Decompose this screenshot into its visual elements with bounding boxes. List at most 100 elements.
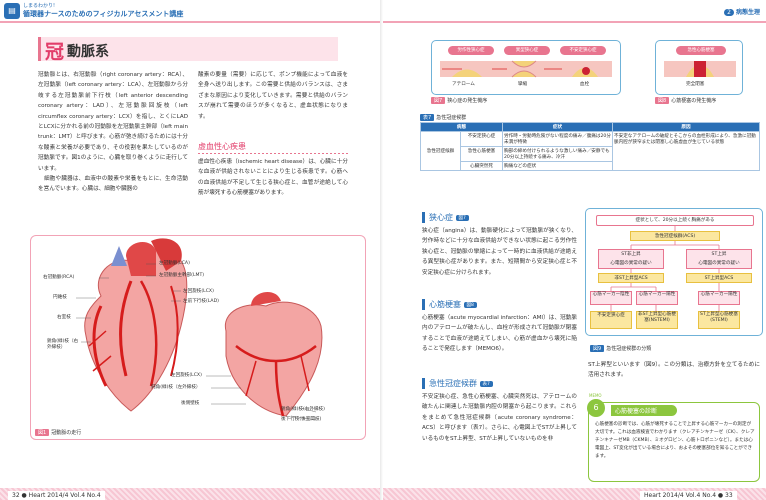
- head-acs: 急性冠症候群 表7: [422, 378, 497, 389]
- head-mi-tag: 図8: [463, 301, 477, 308]
- table7-caption-tag: 表7: [420, 114, 435, 121]
- figure-coronary-arteries: 左冠動脈(LCA) 左冠動脈主幹部(LMT) 左回旋枝(LCX) 左前下行枝(L…: [30, 235, 366, 440]
- table-header-row: 病態 症状 原因: [420, 122, 760, 132]
- label-lca: 左冠動脈(LCA): [159, 261, 190, 266]
- label-rv-branch: 右室枝: [57, 315, 71, 320]
- label-acute-marginal: 鋭角(緑)枝（右外縁枝）: [47, 339, 79, 350]
- flow-arrows: [610, 226, 720, 311]
- text-mi: 心筋梗塞（acute myocardial infarction：AMI）は、冠…: [422, 315, 577, 353]
- header-right-num: 2: [724, 9, 734, 16]
- flow-st-non: ST非上昇 心電図の異常の疑い: [598, 249, 664, 269]
- head-mi-text: 心筋梗塞: [429, 300, 461, 309]
- book-icon: ▤: [4, 3, 20, 19]
- header-title: 循環器ナースのためのフィジカルアセスメント講座: [23, 10, 184, 18]
- label-lcx-back: 左回旋枝(LCX): [171, 373, 202, 378]
- left-col2-text: 酸素の要量（需要）に応じて、ポンプ機能によって血液を全身へ送り出します。この需要…: [198, 72, 348, 120]
- head-angina: 狭心症 図7: [422, 212, 473, 223]
- table-cell-symptom: 胸部の締め付けられるような激しい痛み／安静でも20分以上持続する痛み、冷汗: [502, 146, 613, 162]
- header-line: [0, 21, 383, 23]
- flow-ste-acs: ST上昇型ACS: [686, 273, 752, 283]
- subhead-underline: [198, 153, 348, 154]
- head-acs-text: 急性冠症候群: [429, 379, 477, 388]
- label-pda: 後下行枝(後室間枝): [281, 417, 322, 422]
- label-lmt: 左冠動脈主幹部(LMT): [159, 273, 205, 278]
- left-col2: 酸素の要量（需要）に応じて、ポンプ機能によって血液を全身へ送り出します。この需要…: [198, 70, 348, 122]
- table-cell-name: 不安定狭心症: [460, 131, 503, 147]
- figure-angina-mechanism: 労作性狭心症 異型狭心症 不安定狭心症 アテローム 攣縮 血栓: [431, 40, 621, 95]
- figure-acs-classification: 症状として、20分以上続く胸痛がある 急性冠症候群(ACS) ST非上昇 心電図…: [585, 208, 763, 336]
- left-col2b: 虚血性心疾患（ischemic heart disease）は、心臓に十分な血液…: [198, 157, 348, 199]
- footer-right: Heart 2014/4 Vol.4 No.4 ● 33: [640, 491, 737, 500]
- flow-stemi: ST上昇型心筋梗塞(STEMI): [698, 311, 740, 329]
- label-atheroma: アテローム: [452, 82, 475, 87]
- heart-illustration: [76, 238, 323, 421]
- table-cell-name: 心臓突然死: [460, 161, 503, 171]
- label-acute-marginal-back: 鋭角(緑)枝(右外縁枝): [281, 407, 325, 412]
- section-title: 冠 動脈系: [38, 37, 338, 63]
- head-mi: 心筋梗塞 図8: [422, 299, 481, 310]
- text-acs: 不安定狭心症、急性心筋梗塞、心臓突然死は、アテロームの破たんに関連した冠動脈内腔…: [422, 394, 577, 442]
- flow-acs: 急性冠症候群(ACS): [630, 231, 720, 241]
- label-lcx: 左回旋枝(LCX): [183, 289, 214, 294]
- vessel-diagram: [440, 60, 612, 78]
- table-header-pathology: 病態: [420, 122, 503, 132]
- section-title-rest: 動脈系: [67, 44, 109, 60]
- fig1-caption-text: 冠動脈の走行: [51, 430, 82, 436]
- pill-stable-angina: 労作性狭心症: [448, 46, 494, 55]
- figure-mi-mechanism: 急性心筋梗塞 完全閉塞: [655, 40, 743, 95]
- memo-body: 心筋梗塞の診断では、心筋が壊死することで上昇する心筋マーカーの測定が大切です。こ…: [595, 422, 755, 459]
- footer-left: 32 ● Heart 2014/4 Vol.4 No.4: [8, 491, 105, 500]
- fig1-caption-tag: 図1: [35, 429, 50, 436]
- fig9-caption-text: 急性冠症候群の分類: [606, 346, 652, 352]
- fig7-caption-text: 狭心症の発生機序: [447, 98, 488, 104]
- label-spasm: 攣縮: [518, 82, 528, 87]
- label-conus: 円錐枝: [53, 295, 67, 300]
- label-posterolateral: 後側壁枝: [181, 401, 200, 406]
- label-lad: 左前下行枝(LAD): [183, 299, 219, 304]
- header-sub: しまるわかり!: [23, 3, 56, 9]
- acs-table: 病態 症状 原因 急性冠症候群 不安定狭心症 労作時・労動時危険がない程度の痛み…: [420, 122, 760, 171]
- table-cell-symptom: 労作時・労動時危険がない程度の痛み／腹痛は20分未満が特徴: [502, 131, 613, 147]
- flow-st-up: ST上昇 心電図の異常の疑い: [686, 249, 752, 269]
- table-row: 急性冠症候群 不安定狭心症 労作時・労動時危険がない程度の痛み／腹痛は20分未満…: [420, 131, 760, 171]
- fig8-caption-text: 心筋梗塞の発生機序: [671, 98, 717, 104]
- table-group: 急性冠症候群: [420, 131, 461, 171]
- left-col2b-text: 虚血性心疾患（ischemic heart disease）は、心臓に十分な血液…: [198, 159, 348, 197]
- table-cell-name: 急性心筋梗塞: [460, 146, 503, 162]
- left-page: ▤ しまるわかり! 循環器ナースのためのフィジカルアセスメント講座 冠 動脈系 …: [0, 3, 383, 500]
- label-obtuse-marginal: 鈍角(緑)枝（左外縁枝）: [151, 385, 201, 390]
- flow-marker-pos-2: 心筋マーカー陽性: [698, 291, 740, 305]
- flow-marker-neg: 心筋マーカー陰性: [590, 291, 632, 305]
- table-header-symptom: 症状: [502, 122, 613, 132]
- header-right-label: 病態生理: [735, 9, 760, 16]
- flow-marker-pos: 心筋マーカー陽性: [636, 291, 678, 305]
- table-row: 心臓突然死 胸痛などの症状: [421, 161, 760, 171]
- left-col1-text: 冠動脈とは、右冠動脈（right coronary artery：RCA）、左冠…: [38, 72, 188, 172]
- flow-nste-acs: 非ST上昇型ACS: [598, 273, 664, 283]
- pill-ami: 急性心筋梗塞: [676, 46, 726, 55]
- memo-title: 心筋梗塞の診断: [611, 405, 678, 416]
- table-cell-cause: 不安定なアテロームの破綻とそこからの血栓形成により、急激に冠動脈内腔が狭窄または…: [612, 131, 760, 171]
- table7-caption-text: 急性冠症候群: [436, 115, 467, 121]
- fig7-caption-tag: 図7: [431, 97, 446, 104]
- head-acs-tag: 表7: [479, 380, 493, 387]
- fig9-caption-tag: 図9: [590, 345, 605, 352]
- text-right-tail: ST上昇型といいます（図9）。この分類は、治療方針を立てるために活用されます。: [588, 362, 760, 379]
- pill-variant-angina: 異型狭心症: [504, 46, 550, 55]
- memo-badge: 6: [587, 399, 605, 417]
- table-cell-symptom: 胸痛などの症状: [502, 161, 613, 171]
- fig8-caption-tag: 図8: [655, 97, 670, 104]
- memo-label: MEMO: [589, 393, 602, 398]
- header-line-right: [383, 21, 766, 23]
- flow-top: 症状として、20分以上続く胸痛がある: [596, 215, 754, 226]
- table-header-cause: 原因: [612, 122, 760, 132]
- head-angina-text: 狭心症: [429, 213, 453, 222]
- occlusion-diagram: [664, 61, 736, 77]
